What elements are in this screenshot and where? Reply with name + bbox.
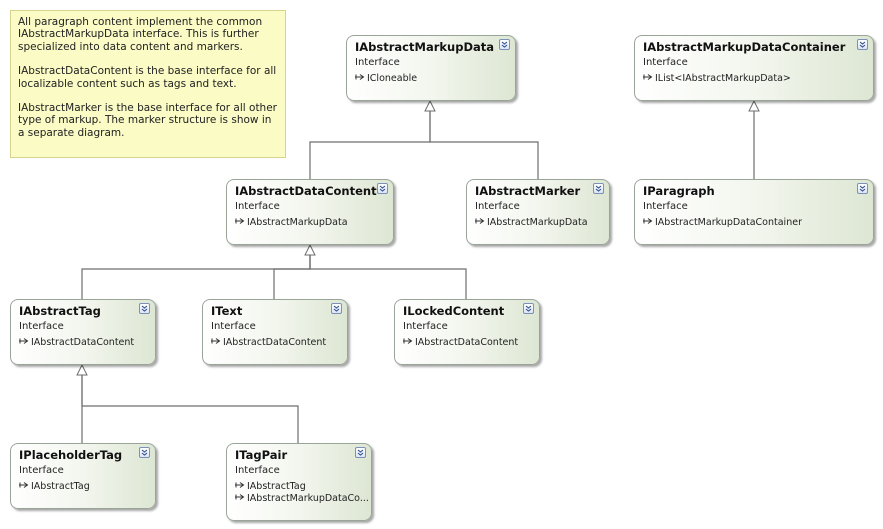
collapse-toggle-icon[interactable] — [139, 447, 150, 458]
note-paragraph-3: IAbstractMarker is the base interface fo… — [18, 102, 277, 139]
node-title: IAbstractMarker — [475, 184, 581, 198]
collapse-toggle-icon[interactable] — [355, 447, 366, 458]
node-title: IPlaceholderTag — [19, 448, 123, 462]
lollipop-arrow-icon — [475, 217, 485, 228]
inheritance-line-ilocked-content — [309, 255, 467, 299]
lollipop-arrow-icon — [403, 337, 413, 348]
implemented-interface-label: IList<IAbstractMarkupData> — [655, 73, 791, 84]
inheritance-line-itext — [273, 255, 311, 299]
generalization-arrowhead-iabstract-markup-data — [424, 99, 436, 112]
collapse-toggle-icon[interactable] — [331, 303, 342, 314]
lollipop-arrow-icon — [235, 481, 245, 492]
collapse-toggle-icon[interactable] — [857, 39, 868, 50]
node-title: IAbstractMarkupData — [355, 40, 495, 54]
node-stereotype: Interface — [19, 465, 64, 476]
node-stereotype: Interface — [235, 201, 280, 212]
node-title: IAbstractDataContent — [235, 184, 377, 198]
implemented-interface-label: IAbstractTag — [31, 481, 90, 492]
lollipop-arrow-icon — [19, 481, 29, 492]
lollipop-arrow-icon — [235, 217, 245, 228]
node-title: ILockedContent — [403, 304, 505, 318]
implemented-interface-label: IAbstractTag — [247, 481, 306, 492]
collapse-toggle-icon[interactable] — [593, 183, 604, 194]
node-stereotype: Interface — [355, 57, 400, 68]
collapse-toggle-icon[interactable] — [857, 183, 868, 194]
implemented-interface: IAbstractMarkupData — [235, 217, 385, 228]
node-title: IParagraph — [643, 184, 715, 198]
implemented-interface: IList<IAbstractMarkupData> — [643, 73, 865, 84]
inheritance-line-itag-pair — [81, 375, 299, 443]
node-stereotype: Interface — [211, 321, 256, 332]
lollipop-arrow-icon — [211, 337, 221, 348]
inheritance-line-iabstract-marker — [429, 111, 539, 179]
node-stereotype: Interface — [643, 57, 688, 68]
node-stereotype: Interface — [475, 201, 520, 212]
implemented-interface-label: IAbstractDataContent — [223, 337, 327, 348]
node-title: IText — [211, 304, 243, 318]
inheritance-line-iabstract-data-content — [309, 111, 431, 179]
lollipop-arrow-icon — [19, 337, 29, 348]
collapse-toggle-icon[interactable] — [377, 183, 388, 194]
collapse-toggle-icon[interactable] — [139, 303, 150, 314]
implemented-interface-label: IAbstractDataContent — [415, 337, 519, 348]
generalization-arrowhead-iabstract-tag — [76, 363, 88, 376]
node-stereotype: Interface — [403, 321, 448, 332]
implemented-interface: IAbstractTag — [235, 481, 363, 492]
implemented-interface: ICloneable — [355, 73, 507, 84]
note-paragraph-1: All paragraph content implement the comm… — [18, 16, 263, 53]
node-stereotype: Interface — [235, 465, 280, 476]
node-stereotype: Interface — [643, 201, 688, 212]
implemented-interface: IAbstractDataContent — [211, 337, 339, 348]
implemented-interface-label: ICloneable — [367, 73, 418, 84]
implemented-interface: IAbstractDataContent — [19, 337, 147, 348]
generalization-arrowhead-iabstract-markup-data-container — [748, 99, 760, 112]
diagram-comment-note[interactable]: All paragraph content implement the comm… — [10, 10, 286, 158]
lollipop-arrow-icon — [643, 217, 653, 228]
note-paragraph-2: IAbstractDataContent is the base interfa… — [18, 65, 277, 90]
inheritance-line-iabstract-tag — [81, 255, 311, 299]
implemented-interface-label: IAbstractMarkupDataCo... — [247, 493, 369, 504]
implemented-interface: IAbstractMarkupData — [475, 217, 601, 228]
implemented-interface-label: IAbstractMarkupDataContainer — [655, 217, 802, 228]
collapse-toggle-icon[interactable] — [499, 39, 510, 50]
node-title: IAbstractTag — [19, 304, 101, 318]
node-title: IAbstractMarkupDataContainer — [643, 40, 846, 54]
implemented-interface: IAbstractMarkupDataContainer — [643, 217, 865, 228]
collapse-toggle-icon[interactable] — [523, 303, 534, 314]
implemented-interface: IAbstractTag — [19, 481, 147, 492]
implemented-interface-label: IAbstractMarkupData — [487, 217, 588, 228]
lollipop-arrow-icon — [235, 493, 245, 504]
implemented-interface-label: IAbstractMarkupData — [247, 217, 348, 228]
lollipop-arrow-icon — [355, 73, 365, 84]
implemented-interface: IAbstractDataContent — [403, 337, 531, 348]
node-title: ITagPair — [235, 448, 288, 462]
implemented-interface: IAbstractMarkupDataCo... — [235, 493, 369, 504]
generalization-arrowhead-iabstract-data-content — [304, 243, 316, 256]
lollipop-arrow-icon — [643, 73, 653, 84]
implemented-interface-label: IAbstractDataContent — [31, 337, 135, 348]
node-stereotype: Interface — [19, 321, 64, 332]
